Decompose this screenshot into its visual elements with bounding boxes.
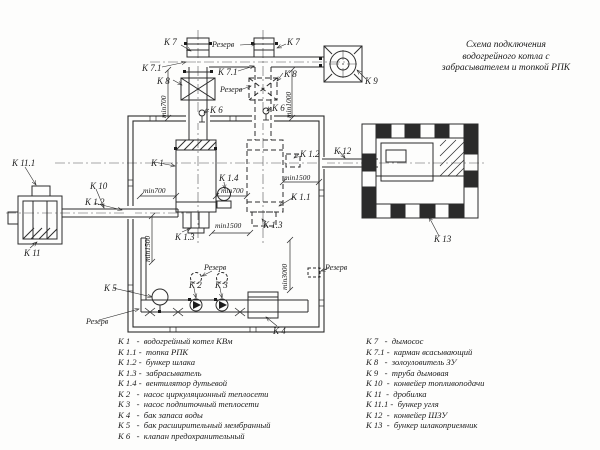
legend-item-k1-1: К 1.1 - топка РПК (118, 346, 189, 357)
ash-catcher-k8-working (180, 77, 216, 101)
legend-right-column: К 7 - дымосос К 7.1 - карман всасывающий… (366, 336, 484, 431)
legend-item-k1-4: К 1.4 - вентилятор дутьевой (118, 378, 228, 388)
legend-item-k7-1: К 7.1 - карман всасывающий (366, 346, 473, 357)
label-k13: К 13 (434, 234, 452, 244)
legend-item-k2: К 2 - насос циркуляционный теплосети (118, 388, 269, 399)
pump-impellers (193, 301, 227, 309)
label-k9: К 9 (365, 76, 378, 86)
stoker-k1-3 (182, 211, 210, 229)
hatch-area (439, 139, 465, 177)
wall-gaps (126, 114, 327, 219)
drawing-title: Схема подключения водогрейного котла с з… (415, 40, 597, 75)
legend-item-k12: К 12 - конвейер ШЗУ (366, 409, 448, 420)
label-reserve-stack: Резерв (212, 40, 235, 49)
legend-item-k13: К 13 - бункер шлакоприемник (366, 420, 478, 430)
pump-k3 (215, 298, 229, 312)
legend-item-k4: К 4 - бак запаса воды (118, 409, 203, 420)
dim-min1000-right-stack: min1000 (284, 91, 293, 118)
label-k7-1-working: К 7.1 (142, 63, 162, 73)
chimney-k9 (323, 45, 363, 83)
label-reserve-pumps: Резерв (204, 263, 227, 272)
legend-item-k7: К 7 - дымосос (366, 336, 424, 346)
boiler-k1 (175, 139, 232, 234)
dim-min700-center: min700 (221, 186, 244, 195)
pump-k2 (189, 298, 203, 312)
leader-lines (24, 44, 440, 327)
working-stack (180, 37, 216, 140)
label-k1-1: К 1.1 (291, 192, 311, 202)
label-k6-reserve: К 6 (272, 103, 285, 113)
title-line-3: забрасывателем и топкой РПК (441, 63, 571, 73)
valve-symbols (144, 307, 246, 317)
label-k7-working: К 7 (164, 37, 177, 47)
legend-item-k1-3: К 1.3 - забрасыватель (118, 367, 202, 378)
pump-and-tank-group (140, 237, 321, 319)
legend-item-k11: К 11 - дробилка (366, 388, 427, 399)
label-k1: К 1 (151, 158, 164, 168)
expansion-tank-k5 (151, 288, 169, 306)
slag-bunker-k1-2 (285, 153, 301, 168)
legend-left-column: К 1 - водогрейный котел КВм К 1.1 - топк… (118, 336, 270, 441)
label-k2: К 2 (189, 280, 202, 290)
dim-min1500-bottom: min1500 (215, 221, 242, 230)
legend-item-k11-1: К 11.1 - бункер угля (366, 399, 439, 409)
label-reserve-right: Резерв (325, 263, 348, 272)
dimension-lines (136, 66, 323, 294)
label-reserve-ash: Резерв (220, 85, 243, 94)
legend-item-k8: К 8 - золоуловитель ЗУ (366, 357, 457, 367)
legend-item-k5: К 5 - бак расширительный мембранный (118, 420, 271, 430)
label-k12: К 12 (334, 146, 352, 156)
label-k3: К 3 (215, 280, 228, 290)
label-k5: К 5 (104, 283, 117, 293)
title-line-1: Схема подключения (466, 40, 546, 50)
label-k4: К 4 (273, 326, 286, 336)
title-line-2: водогрейного котла с (462, 51, 550, 62)
flange-bolts (158, 42, 322, 313)
dim-min700-left: min700 (143, 186, 166, 195)
water-tank-k4 (247, 291, 279, 319)
slag-bunker-k13 (361, 123, 479, 219)
legend-item-k1-2: К 1.2 - бункер шлака (118, 357, 195, 367)
label-k7-reserve: К 7 (287, 37, 300, 47)
reserve-pumps (190, 267, 321, 284)
dim-min3000-vertical: min3000 (280, 263, 289, 290)
dim-min700-left-stack: min700 (159, 95, 168, 119)
legend-item-k1: К 1 - водогрейный котел КВм (118, 336, 233, 346)
label-k11: К 11 (24, 248, 41, 258)
label-k8-working: К 8 (157, 76, 170, 86)
label-k11-1: К 11.1 (12, 158, 36, 168)
label-reserve-bottom: Резерв (86, 317, 109, 326)
axis-lines (6, 30, 486, 246)
reserve-boiler (246, 139, 301, 227)
dim-min1500-vertical: min1500 (143, 235, 152, 262)
label-k10: К 10 (90, 181, 108, 191)
label-k1-3-reserve: К 1.3 (263, 220, 283, 230)
label-k7-1-reserve: К 7.1 (218, 67, 238, 77)
label-k8-reserve: К 8 (284, 69, 297, 79)
label-k6-working: К 6 (210, 105, 223, 115)
coal-bunker-k11-1 (31, 185, 51, 197)
label-k1-4: К 1.4 (219, 173, 239, 183)
crusher-k11 (7, 185, 63, 245)
legend-item-k6: К 6 - клапан предохранительный (118, 430, 245, 441)
legend-item-k3: К 3 - насос подпиточный теплосети (118, 399, 259, 409)
legend-item-k10: К 10 - конвейер топливоподачи (366, 378, 485, 388)
wall-openings (128, 116, 324, 332)
legend-item-k9: К 9 - труба дымовая (366, 367, 449, 378)
label-k1-3-working: К 1.3 (175, 232, 195, 242)
label-k1-2-right: К 1.2 (300, 149, 320, 159)
dim-min1500-right: min1500 (284, 173, 311, 182)
masonry-blocks (362, 124, 478, 218)
building-outline (127, 115, 325, 333)
label-k1-2-left: К 1.2 (85, 197, 105, 207)
